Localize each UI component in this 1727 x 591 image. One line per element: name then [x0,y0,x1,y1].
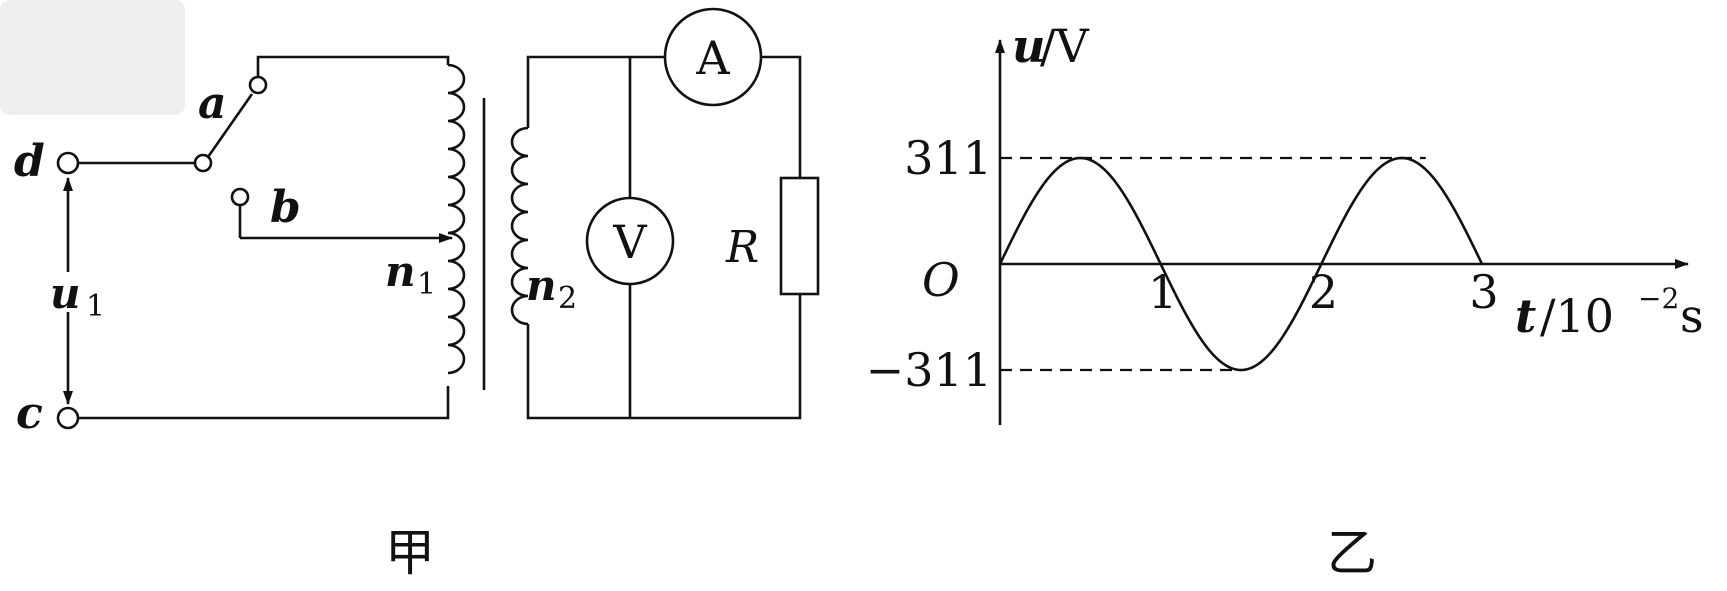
x-tick-label-3: 3 [1469,265,1498,319]
circuit-diagram [56,7,820,430]
y-tick-label-pos: 311 [904,131,992,185]
voltmeter-circle [585,196,675,286]
origin-label: O [922,253,960,307]
primary-coil-label: n [385,247,416,296]
x-tick-label-1: 1 [1148,265,1177,319]
figure-yi-caption: 乙 [1327,524,1377,582]
contact-b [230,187,250,207]
voltage-label-sub: 1 [86,289,105,324]
secondary-coil [510,126,529,326]
terminal-c-node [56,406,80,430]
ammeter-circle [663,7,763,107]
switch-blade [206,93,254,158]
terminal-c-label: c [16,388,43,439]
switch-b-label: b [270,182,301,233]
wire-c [78,386,450,420]
primary-coil [447,63,466,375]
secondary-top-wire [526,55,665,128]
ammeter-label: A [695,31,730,85]
x-tick-label-2: 2 [1309,265,1338,319]
secondary-top-wire-right [761,55,802,178]
watermark-blur [0,0,185,115]
chart-marks: 1 2 3 311 −311 [866,131,1499,397]
figure-jia-caption: 甲 [385,524,435,582]
y-tick-label-neg: −311 [866,343,992,397]
secondary-bottom-wire [526,294,802,420]
switch-pivot [193,153,213,173]
voltmeter-label: V [612,215,647,269]
x-axis-unit: /10 [1540,289,1614,343]
secondary-coil-label: n [526,261,557,310]
wire-a [256,55,450,77]
switch-a-label: a [198,78,227,129]
terminal-d-label: d [14,136,45,187]
circuit-labels: d c u 1 a b n 1 n 2 A V R 甲 [14,31,759,582]
voltage-series-line [998,156,1484,372]
waveform-chart: 1 2 3 311 −311 u /V O t /10 −2 s 乙 [866,19,1704,582]
x-axis-unit-exp: −2 [1638,282,1679,315]
resistor-label: R [725,222,759,273]
contact-a [248,75,268,95]
y-axis-unit: /V [1040,19,1089,73]
primary-coil-label-sub: 1 [417,267,436,302]
y-axis-var: u [1012,19,1045,73]
x-axis-unit-tail: s [1680,289,1704,343]
resistor-body [779,176,820,296]
x-axis-var: t [1515,289,1536,343]
secondary-coil-label-sub: 2 [558,281,577,316]
terminal-d-node [56,151,80,175]
voltage-label: u [50,269,81,318]
